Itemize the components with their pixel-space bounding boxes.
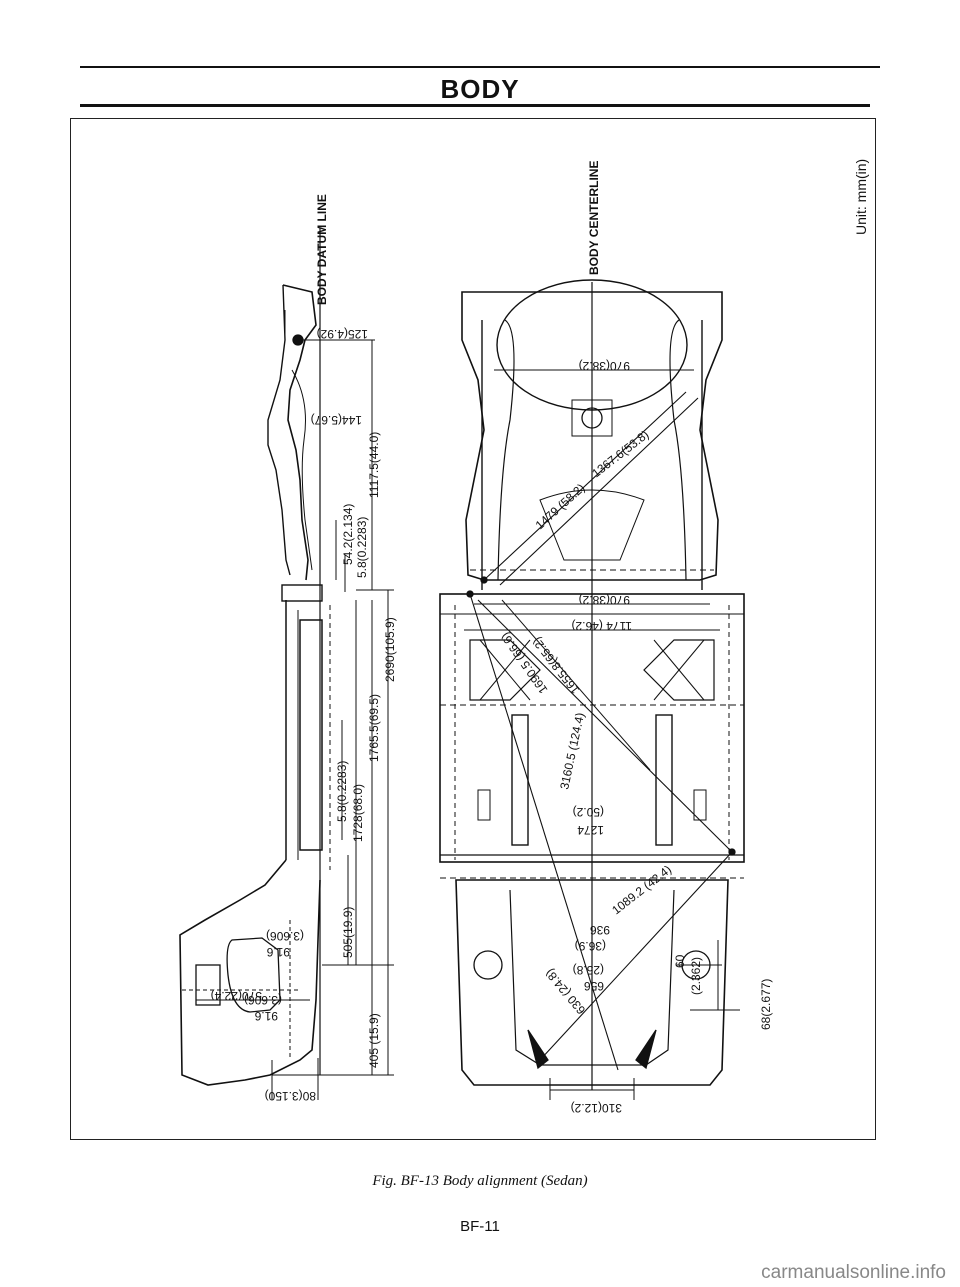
page-number: BF-11	[460, 1218, 500, 1235]
dim-505-text: 505(19.9)	[341, 907, 355, 958]
diag-1367	[499, 397, 699, 586]
plan-rear-rails	[509, 889, 675, 1066]
datum-point-front	[292, 334, 304, 346]
plan-sill-right	[655, 714, 673, 846]
measure-point-3	[466, 590, 474, 598]
plan-rear-point-left	[527, 1029, 549, 1070]
measure-point-1	[480, 576, 488, 584]
dim-58a-text: 5.8(0.2283)	[355, 517, 369, 578]
dim-570-text: 570(22.4)	[211, 989, 262, 1003]
dim-91a-text: 91.6	[266, 945, 290, 959]
side-view	[179, 228, 394, 1100]
dim-405-text: 405 (15.9)	[367, 1013, 381, 1068]
diag-1089	[539, 851, 733, 1061]
dim-502-text: (50.2)	[573, 805, 604, 819]
plan-rear-outline	[455, 879, 729, 1086]
plan-mid-x-left	[469, 639, 541, 701]
plan-mid-marker-left	[477, 789, 491, 821]
plan-rear-point-right	[635, 1029, 657, 1070]
side-rear-cutout	[226, 937, 281, 1013]
dim-656-text: 656	[584, 979, 604, 993]
dim-2362-text: (2.362)	[689, 957, 703, 995]
dim-80-text: 80(3.150)	[265, 1089, 316, 1103]
page-title: BODY	[440, 74, 520, 104]
plan-center-box	[571, 399, 613, 437]
side-front-inner	[267, 284, 291, 576]
dim-144-text: 144(5.67)	[311, 413, 362, 427]
dim-58b-text: 5.8(0.2283)	[335, 761, 349, 822]
dim-1765-text: 1765.5(69.5)	[367, 694, 381, 762]
header-rule-bottom	[80, 104, 870, 107]
plan-front-rail-right	[669, 319, 687, 581]
dim-1174-text: 1174 (46.2)	[572, 619, 633, 633]
header-rule-top	[80, 66, 880, 68]
plan-mid-x-right	[643, 639, 715, 701]
dim-1367-text: 1367.6(53.8)	[589, 427, 651, 480]
dim-3160-text: 3160.5 (124.4)	[557, 711, 587, 790]
plan-center-hole	[581, 407, 603, 429]
side-rear-outline	[179, 859, 321, 1086]
side-rear-box	[195, 964, 221, 1006]
dim-3606b-text: (3.606)	[244, 993, 282, 1007]
plan-view	[439, 279, 745, 1100]
dim-1479-text: 1479 (58.2)	[533, 481, 588, 532]
diag-1690	[501, 599, 651, 771]
measure-point-2	[728, 848, 736, 856]
dim-369-text: (36.9)	[575, 939, 606, 953]
side-crossmember	[281, 584, 323, 602]
centerline-label: BODY CENTERLINE	[587, 161, 601, 275]
watermark-text: carmanualsonline.info	[761, 1262, 946, 1283]
dim-3606a-text: (3.606)	[266, 929, 304, 943]
side-front-outline	[282, 284, 317, 581]
diag-3160	[469, 593, 619, 1071]
diag-1479	[483, 391, 687, 581]
dim-54-text: 54.2(2.134)	[341, 504, 355, 565]
unit-label: Unit: mm(in)	[853, 159, 869, 235]
dim-125-text: 125(4.92)	[317, 327, 368, 341]
plan-front-rail-left	[497, 319, 515, 581]
side-front-rail	[291, 369, 313, 571]
datum-line-label: BODY DATUM LINE	[315, 194, 329, 305]
plan-mid-marker-right	[693, 789, 707, 821]
plan-rear-hole-left	[473, 950, 503, 980]
dim-258-text: (25.8)	[573, 963, 604, 977]
plan-mid-outline	[439, 593, 745, 863]
dim-310-text: 310(12.2)	[571, 1101, 622, 1115]
dim-2690-text: 2690(105.9)	[383, 617, 397, 682]
dim-970a-text: 970(38.2)	[579, 359, 630, 373]
dim-1117-text: 1117.5(44.0)	[367, 432, 381, 498]
dim-60-text: 60	[673, 954, 687, 968]
dim-1274-text: 1274	[577, 823, 604, 837]
plan-cross-l2	[479, 639, 531, 701]
plan-engine-mount	[539, 489, 645, 561]
dim-1728-text: 1728(68.0)	[351, 784, 365, 842]
figure-caption: Fig. BF-13 Body alignment (Sedan)	[372, 1173, 588, 1189]
plan-cross-r2	[653, 639, 705, 701]
side-sill	[299, 619, 323, 851]
dim-1089-text: 1089.2 (42.4)	[609, 862, 674, 917]
figure-frame	[70, 118, 876, 1140]
dim-936-text: 936	[590, 923, 610, 937]
dim-68-text: 68(2.677)	[759, 979, 773, 1030]
plan-sill-left	[511, 714, 529, 846]
plan-strut-tower	[496, 279, 688, 411]
dim-970b-text: 970(38.2)	[579, 593, 630, 607]
dim-91b-text: 91.6	[254, 1009, 278, 1023]
diag-1655	[477, 599, 733, 853]
